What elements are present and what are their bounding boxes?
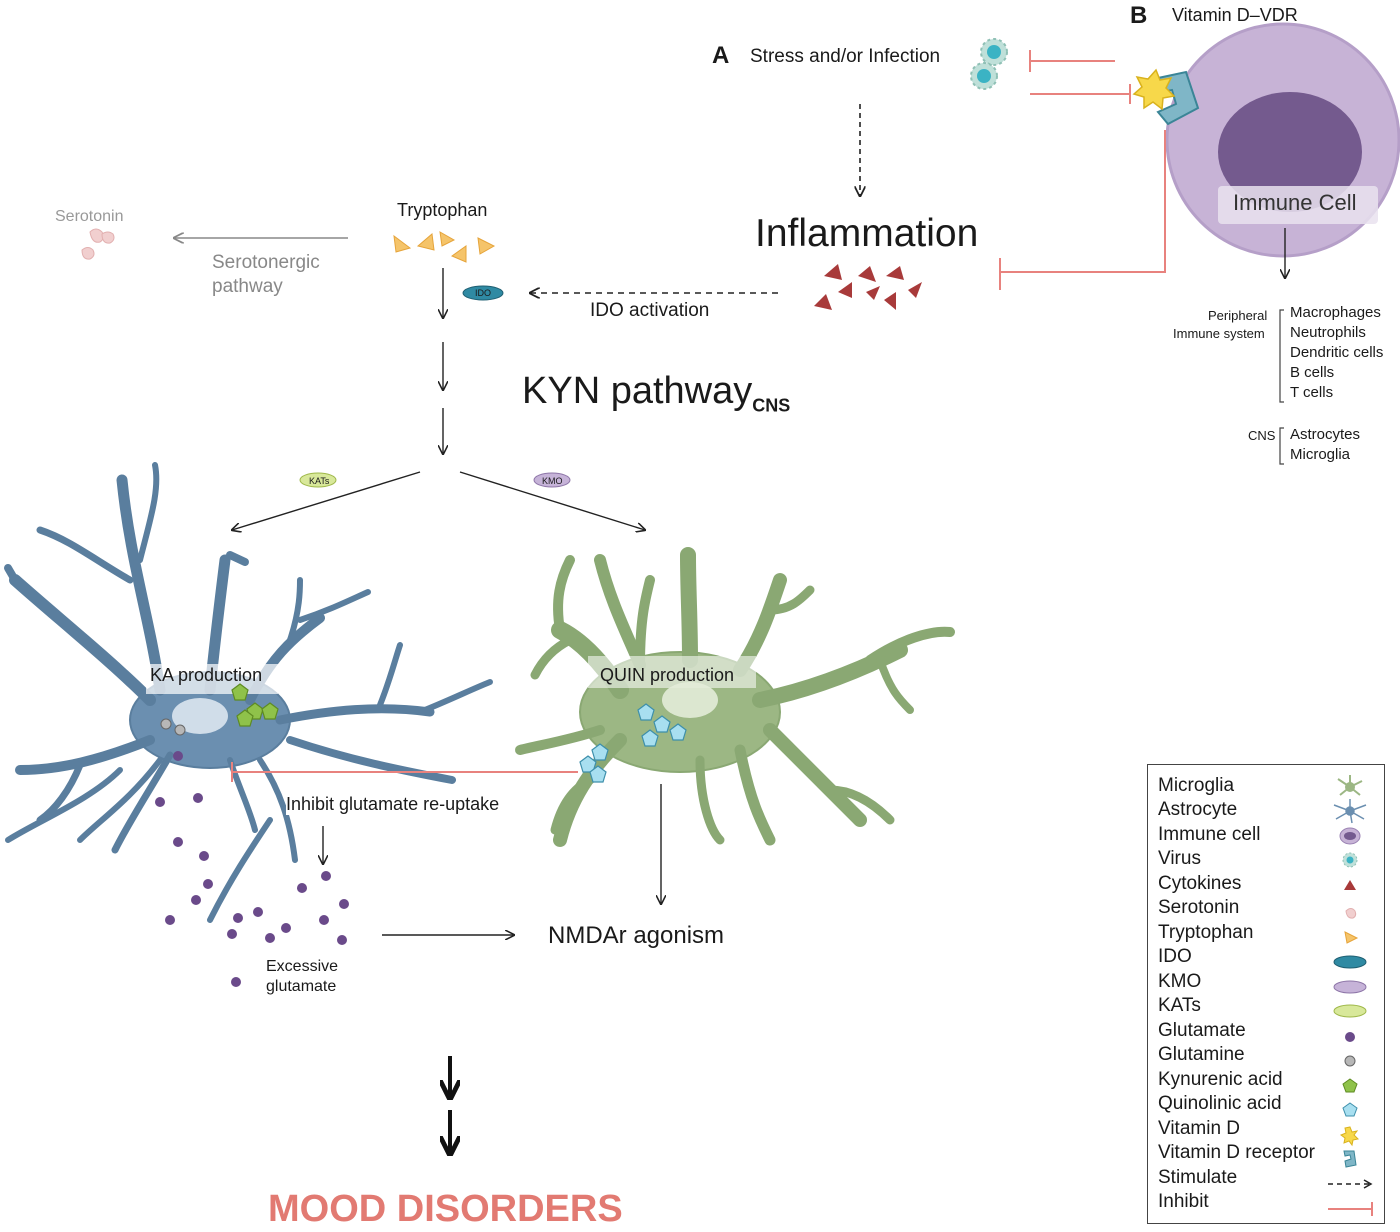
kats-enzyme — [299, 472, 337, 488]
immune-cell — [1165, 22, 1400, 258]
cns-item: Astrocytes — [1290, 426, 1361, 443]
legend-label: Tryptophan — [1158, 922, 1254, 943]
astrocyte-icon — [1333, 799, 1367, 824]
legend-label: IDO — [1158, 946, 1192, 967]
kmo-branch-arrow — [459, 471, 645, 530]
vitamin-d-icon — [1339, 1126, 1360, 1147]
legend-label: Vitamin D — [1158, 1118, 1241, 1139]
serotonin-molecules — [81, 228, 115, 260]
serotonin-label: Serotonin — [55, 208, 124, 225]
kats-branch-arrow — [232, 471, 421, 530]
peripheral-item: B cells — [1290, 364, 1335, 381]
immune-cell-label: Immune Cell — [1233, 190, 1357, 215]
panel-a-letter: A — [712, 42, 730, 69]
legend: Microglia Astrocyte Immune cell Virus Cy… — [1147, 764, 1385, 1224]
excessive-glutamate-dots — [155, 793, 349, 987]
legend-label: Glutamine — [1158, 1044, 1245, 1065]
quin-production-label: QUIN production — [600, 665, 735, 685]
immune-cell-icon — [1339, 827, 1361, 845]
tryptophan-molecules — [393, 231, 496, 263]
cytokines — [814, 264, 922, 310]
vitamin-d-vdr-label: Vitamin D–VDR — [1172, 5, 1298, 25]
quin-label-bg — [588, 656, 756, 688]
ido-icon — [1333, 955, 1367, 969]
microglia-nucleus — [662, 682, 718, 718]
serotonin-icon — [1345, 908, 1357, 919]
stress-infection-label: Stress and/or Infection — [750, 46, 941, 67]
tryptophan-icon — [1344, 931, 1359, 944]
peripheral-bracket — [1279, 309, 1284, 403]
kmo-enzyme — [533, 472, 571, 488]
glutamine-dot — [174, 724, 186, 736]
vitamin-d-icon — [1132, 68, 1176, 111]
virus-icon — [970, 38, 1008, 90]
glutamine-icon — [1344, 1055, 1356, 1067]
peripheral-item: T cells — [1290, 384, 1334, 401]
kats-enzyme-label: KATs — [309, 476, 330, 486]
serotonergic-label-2: pathway — [212, 276, 283, 297]
kynurenic-acid-icon — [1342, 1078, 1358, 1093]
kmo-enzyme-label: KMO — [542, 476, 563, 486]
legend-label: KMO — [1158, 971, 1202, 992]
peripheral-label-2: Immune system — [1173, 326, 1265, 341]
glutamate-dot — [173, 751, 183, 761]
glutamate-icon — [1345, 1032, 1355, 1042]
inhibit-virus-line — [999, 50, 1166, 290]
legend-label: Quinolinic acid — [1158, 1093, 1282, 1114]
mood-disorders-label: MOOD DISORDERS — [268, 1188, 623, 1230]
serotonergic-label-1: Serotonergic — [212, 252, 320, 273]
inhibit-line-icon — [1328, 1202, 1373, 1216]
inflammation-label: Inflammation — [755, 212, 979, 255]
nmdar-agonism-label: NMDAr agonism — [548, 922, 725, 949]
ido-activation-label: IDO activation — [590, 300, 710, 321]
inhibit-reuptake-line — [231, 762, 578, 782]
legend-label: Vitamin D receptor — [1158, 1142, 1315, 1163]
ido-enzyme — [462, 285, 504, 301]
legend-label: KATs — [1158, 995, 1201, 1016]
peripheral-item: Macrophages — [1290, 304, 1381, 321]
legend-label: Inhibit — [1158, 1191, 1209, 1212]
cns-label: CNS — [1248, 428, 1276, 443]
peripheral-label-1: Peripheral — [1208, 308, 1268, 323]
cns-bracket — [1279, 427, 1284, 465]
legend-label: Cytokines — [1158, 873, 1242, 894]
kmo-icon — [1333, 980, 1367, 994]
legend-label: Immune cell — [1158, 824, 1261, 845]
astrocyte-nucleus — [172, 698, 228, 734]
ka-production-label: KA production — [150, 665, 263, 685]
legend-label: Stimulate — [1158, 1167, 1238, 1188]
kynurenic-acid-molecules — [231, 683, 279, 727]
ido-enzyme-label: IDO — [475, 288, 492, 298]
legend-icons — [1328, 775, 1373, 1216]
peripheral-item: Neutrophils — [1290, 324, 1366, 341]
legend-label: Astrocyte — [1158, 799, 1238, 820]
microglia-cell — [515, 547, 955, 847]
glutamine-dot — [160, 718, 172, 730]
vdr-icon — [1343, 1150, 1357, 1168]
kyn-pathway-sub: CNS — [752, 395, 791, 416]
excessive-glutamate-label-1: Excessive — [266, 958, 339, 975]
kats-icon — [1333, 1004, 1367, 1018]
cns-item: Microglia — [1290, 446, 1351, 463]
stimulate-arrow-icon — [1328, 1179, 1373, 1189]
kyn-pathway-label: KYN pathwayCNS — [522, 370, 790, 417]
peripheral-item: Dendritic cells — [1290, 344, 1384, 361]
quinolinic-acid-molecules — [579, 703, 687, 783]
legend-label: Microglia — [1158, 775, 1235, 796]
cytokine-icon — [1344, 880, 1356, 890]
legend-label: Kynurenic acid — [1158, 1069, 1283, 1090]
virus-icon — [1342, 852, 1358, 868]
ka-label-bg — [146, 664, 278, 694]
inhibit-reuptake-label: Inhibit glutamate re-uptake — [286, 794, 500, 815]
tryptophan-label: Tryptophan — [397, 200, 488, 220]
microglia-icon — [1337, 775, 1363, 796]
kyn-pathway-main: KYN pathway — [522, 370, 753, 412]
panel-b-letter: B — [1130, 2, 1148, 29]
legend-label: Virus — [1158, 848, 1201, 869]
quinolinic-acid-icon — [1342, 1102, 1358, 1117]
legend-label: Serotonin — [1158, 897, 1240, 918]
legend-label: Glutamate — [1158, 1020, 1246, 1041]
excessive-glutamate-label-2: glutamate — [266, 978, 337, 995]
